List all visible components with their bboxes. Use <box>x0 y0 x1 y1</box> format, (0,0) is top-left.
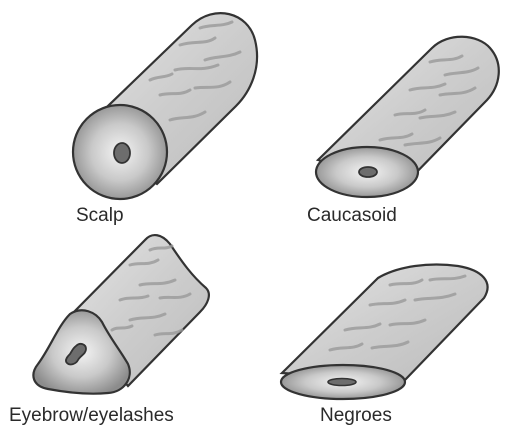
negroes-hair <box>281 265 488 400</box>
negroes-medulla <box>328 379 356 386</box>
caucasoid-label: Caucasoid <box>307 205 397 227</box>
caucasoid-medulla <box>359 167 377 177</box>
negroes-shaft <box>282 265 488 382</box>
scalp-medulla <box>114 143 130 163</box>
eyebrow-eyelashes-label: Eyebrow/eyelashes <box>9 405 174 427</box>
caucasoid-hair <box>316 37 499 197</box>
scalp-label: Scalp <box>76 205 124 227</box>
eyebrow-hair <box>33 235 208 394</box>
scalp-hair <box>73 13 257 199</box>
negroes-label: Negroes <box>320 405 392 427</box>
